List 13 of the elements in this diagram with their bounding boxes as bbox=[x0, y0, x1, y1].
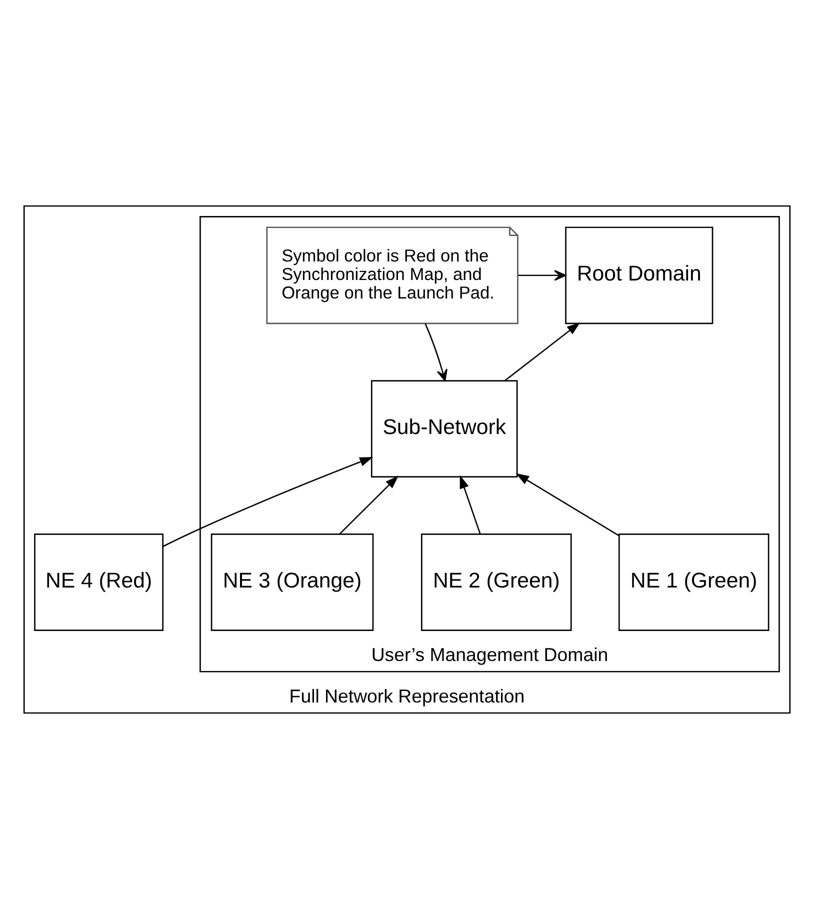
node-box: NE 1 (Green) bbox=[618, 534, 770, 631]
node-box: NE 2 (Green) bbox=[421, 534, 572, 631]
node-box: NE 4 (Red) bbox=[34, 534, 164, 631]
arrow bbox=[424, 323, 448, 382]
arrow bbox=[460, 475, 481, 534]
arrow bbox=[162, 456, 374, 548]
arrow bbox=[339, 476, 399, 535]
node-box: NE 3 (Orange) bbox=[210, 534, 374, 631]
arrow bbox=[504, 322, 580, 382]
node-box: Sub-Network bbox=[370, 380, 518, 478]
node-box: Root Domain bbox=[565, 226, 714, 324]
arrow bbox=[518, 270, 566, 281]
arrow bbox=[516, 473, 620, 536]
